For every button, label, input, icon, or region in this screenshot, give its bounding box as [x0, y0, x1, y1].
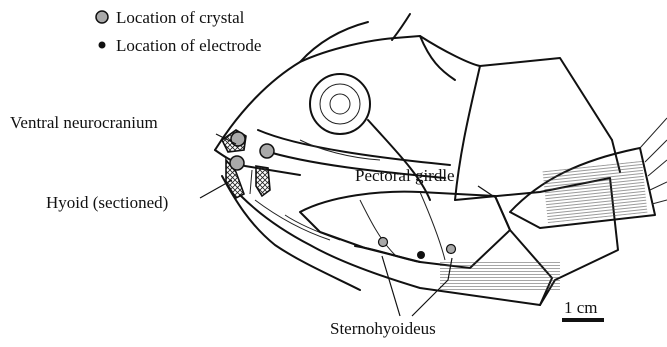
crystal-marker — [231, 132, 245, 146]
annotation-labels: Ventral neurocranium Hyoid (sectioned) P… — [10, 113, 496, 338]
electrode-marker — [417, 251, 425, 259]
sternohyoideus-leader-left — [382, 256, 400, 316]
crystal-marker — [230, 156, 244, 170]
pectoral-fin-rays — [543, 161, 648, 223]
scale-bar: 1 cm — [562, 298, 604, 322]
hypaxial-muscle-texture — [440, 262, 560, 292]
scale-bar-line — [562, 318, 604, 322]
hyoid-leader — [200, 180, 232, 198]
hyoid-label: Hyoid (sectioned) — [46, 193, 168, 212]
legend: Location of crystal Location of electrod… — [96, 8, 261, 55]
electrode-legend-label: Location of electrode — [116, 36, 261, 55]
crystal-marker — [260, 144, 274, 158]
electrode-legend-icon — [99, 42, 106, 49]
crystal-marker — [447, 245, 456, 254]
pectoral-girdle-label: Pectoral girdle — [355, 166, 455, 185]
scale-bar-label: 1 cm — [564, 298, 598, 317]
crystal-legend-label: Location of crystal — [116, 8, 245, 27]
sternohyoideus-label: Sternohyoideus — [330, 319, 436, 338]
crystal-legend-icon — [96, 11, 108, 23]
hyoid-section-right — [256, 166, 270, 196]
crystal-marker — [379, 238, 388, 247]
ventral-neurocranium-label: Ventral neurocranium — [10, 113, 158, 132]
fish-head-drawing — [215, 14, 667, 305]
